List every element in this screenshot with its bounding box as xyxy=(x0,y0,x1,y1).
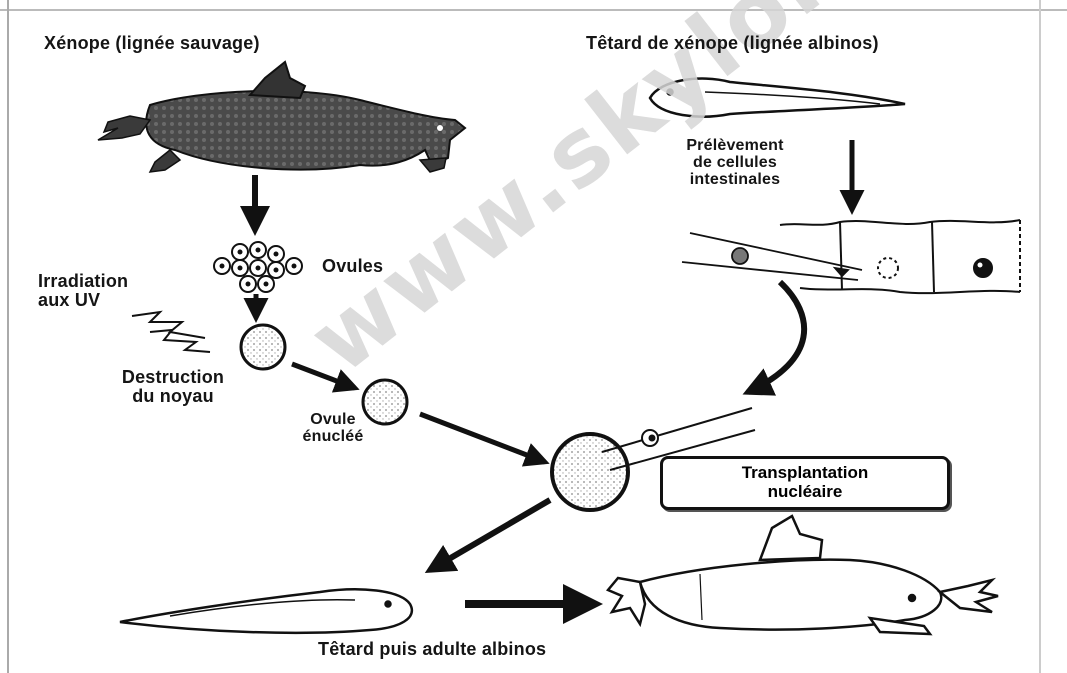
label-destruction-line2: du noyau xyxy=(98,387,248,406)
label-wild-xenope: Xénope (lignée sauvage) xyxy=(44,34,260,53)
label-sampling-line1: Prélèvement xyxy=(650,138,820,155)
label-ovules: Ovules xyxy=(322,257,383,276)
label-irradiation-line1: Irradiation xyxy=(38,272,128,291)
ovules-cluster xyxy=(214,242,302,292)
irradiated-ovule xyxy=(241,325,285,369)
label-transplant-line1: Transplantation xyxy=(742,464,869,483)
arrow-to-transplant-egg xyxy=(420,414,545,462)
label-irradiation: Irradiation aux UV xyxy=(38,272,128,310)
label-result: Têtard puis adulte albinos xyxy=(318,640,546,659)
curved-arrow-nucleus-transfer xyxy=(748,282,804,392)
intestinal-cells xyxy=(780,220,1020,293)
label-sampling-line2: de cellules xyxy=(650,155,820,172)
wild-xenope-frog xyxy=(98,62,465,172)
albino-tadpole-bottom xyxy=(120,589,412,633)
label-transplant-line2: nucléaire xyxy=(742,483,869,502)
arrow-egg-to-tadpole xyxy=(430,500,550,570)
label-destruction: Destruction du noyau xyxy=(98,368,248,406)
label-sampling: Prélèvement de cellules intestinales xyxy=(650,138,820,188)
uv-lightning-icon xyxy=(132,312,210,352)
label-enucleated: Ovule énucléé xyxy=(288,412,378,446)
label-albino-tadpole: Têtard de xénope (lignée albinos) xyxy=(586,34,879,53)
albino-adult-frog xyxy=(608,516,998,634)
transplant-label-box: Transplantation nucléaire xyxy=(660,456,950,510)
label-sampling-line3: intestinales xyxy=(650,172,820,189)
label-enucleated-line2: énucléé xyxy=(288,429,378,446)
label-destruction-line1: Destruction xyxy=(98,368,248,387)
micropipette-sampling xyxy=(682,233,862,280)
label-irradiation-line2: aux UV xyxy=(38,291,128,310)
label-enucleated-line1: Ovule xyxy=(288,412,378,429)
